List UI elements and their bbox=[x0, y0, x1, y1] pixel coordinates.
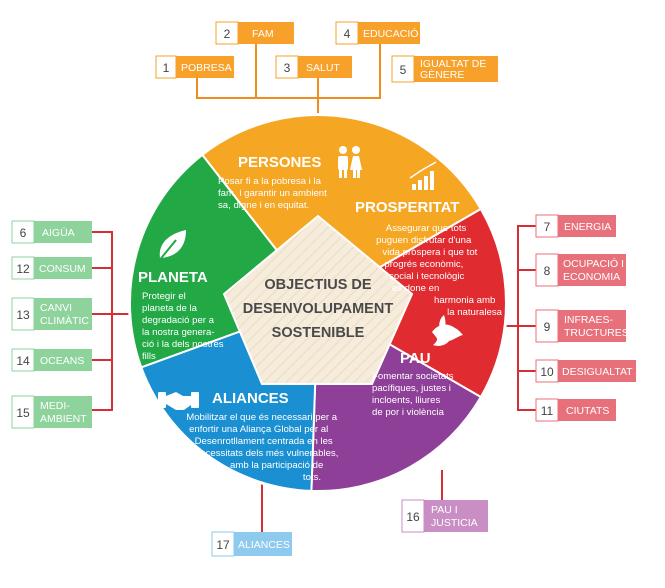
center-pentagon bbox=[222, 214, 414, 385]
goal-9-number: 9 bbox=[544, 320, 551, 334]
goal-17-label: ALIANCES bbox=[238, 539, 290, 551]
goal-14-label: OCEANS bbox=[40, 355, 84, 367]
persones-block: PERSONES Posar fi a la pobresa i la fam,… bbox=[218, 146, 362, 211]
goal-12: 12 CONSUM bbox=[11, 256, 92, 280]
persones-title: PERSONES bbox=[238, 154, 321, 171]
goal-8-label-1: OCUPACIÓ I bbox=[563, 257, 624, 270]
goal-14-number: 14 bbox=[16, 354, 30, 368]
goal-5: 5 IGUALTAT DE GÈNERE bbox=[391, 55, 498, 83]
goal-16-number: 16 bbox=[406, 510, 420, 524]
goal-6: 6 AIGÜA bbox=[11, 220, 92, 244]
goal-4-number: 4 bbox=[344, 27, 351, 41]
goal-17: 17 ALIANCES bbox=[211, 531, 292, 557]
planeta-title: PLANETA bbox=[138, 269, 208, 286]
dove-icon bbox=[432, 315, 463, 346]
prosperitat-description: Assegurar que tots puguen disfrutar d'un… bbox=[376, 223, 503, 318]
goal-2-number: 2 bbox=[224, 27, 231, 41]
goal-4-label: EDUCACIÓ bbox=[363, 27, 418, 40]
goal-17-number: 17 bbox=[216, 538, 230, 552]
planeta-description: Protegir el planeta de la degradació per… bbox=[142, 291, 226, 362]
goal-10-number: 10 bbox=[540, 365, 554, 379]
goal-5-label-2: GÈNERE bbox=[420, 68, 464, 81]
pau-block: PAU Fomentar societats pacífiques, juste… bbox=[372, 315, 463, 418]
center-title: OBJECTIUS DE DESENVOLUPAMENT SOSTENIBLE bbox=[243, 277, 394, 341]
goal-6-number: 6 bbox=[20, 226, 27, 240]
segment-prosperitat bbox=[316, 207, 507, 399]
goal-12-number: 12 bbox=[16, 262, 30, 276]
goal-16-label-2: JUSTICIA bbox=[431, 517, 478, 529]
goal-9-label-2: TRUCTURES bbox=[564, 327, 629, 339]
goal-1-number: 1 bbox=[163, 61, 170, 75]
prosperitat-title: PROSPERITAT bbox=[355, 199, 459, 216]
pau-description: Fomentar societats pacífiques, justes i … bbox=[372, 371, 456, 418]
goal-15-label-1: MEDI- bbox=[40, 400, 70, 412]
goal-13-label-2: CLIMÀTIC bbox=[40, 314, 89, 327]
connector-left bbox=[92, 231, 113, 411]
goal-8: 8 OCUPACIÓ I ECONOMIA bbox=[535, 253, 626, 287]
goal-12-label: CONSUM bbox=[39, 263, 86, 275]
goal-1: 1 POBRESA bbox=[155, 55, 234, 79]
goal-3: 3 SALUT bbox=[275, 55, 352, 79]
segment-persones bbox=[200, 114, 483, 305]
pau-title: PAU bbox=[400, 350, 431, 367]
center-title-line2: DESENVOLUPAMENT bbox=[243, 301, 394, 317]
goal-14: 14 OCEANS bbox=[11, 348, 92, 372]
goal-5-number: 5 bbox=[400, 63, 407, 77]
goal-8-label-2: ECONOMIA bbox=[563, 271, 620, 283]
planeta-block: PLANETA Protegir el planeta de la degrad… bbox=[138, 230, 226, 362]
connector-top bbox=[196, 44, 381, 99]
goal-10-label: DESIGUALTAT bbox=[562, 366, 633, 378]
leaf-icon bbox=[157, 230, 186, 263]
goal-7-number: 7 bbox=[544, 220, 551, 234]
goal-11: 11 CIUTATS bbox=[535, 398, 616, 422]
goal-9: 9 INFRAES- TRUCTURES bbox=[535, 309, 629, 343]
goal-15-number: 15 bbox=[16, 406, 30, 420]
center-title-line1: OBJECTIUS DE bbox=[264, 277, 371, 293]
goal-16: 16 PAU I JUSTICIA bbox=[401, 499, 488, 533]
center-title-line3: SOSTENIBLE bbox=[272, 325, 365, 341]
sdg-wheel bbox=[128, 113, 508, 493]
goal-10: 10 DESIGUALTAT bbox=[535, 359, 636, 383]
goal-16-label-1: PAU I bbox=[431, 504, 458, 516]
persones-description: Posar fi a la pobresa i la fam, i garant… bbox=[218, 176, 329, 211]
goal-15: 15 MEDI- AMBIENT bbox=[11, 395, 92, 429]
goal-5-label-1: IGUALTAT DE bbox=[420, 58, 486, 70]
aliances-description: Mobilitzar el que és necessari per a enf… bbox=[186, 412, 341, 483]
aliances-title: ALIANCES bbox=[212, 390, 289, 407]
goal-9-label-1: INFRAES- bbox=[564, 314, 614, 326]
goal-13: 13 CANVI CLIMÀTIC bbox=[11, 297, 92, 331]
people-icon bbox=[338, 146, 362, 178]
prosperitat-block: PROSPERITAT Assegurar que tots puguen di… bbox=[355, 161, 503, 318]
goal-13-label-1: CANVI bbox=[40, 302, 72, 314]
goal-6-label: AIGÜA bbox=[42, 227, 75, 239]
goal-7-label: ENERGIA bbox=[564, 221, 611, 233]
goal-2-label: FAM bbox=[252, 28, 274, 40]
goal-3-label: SALUT bbox=[306, 62, 340, 74]
goal-7: 7 ENERGIA bbox=[535, 214, 616, 238]
aliances-block: ALIANCES Mobilitzar el que és necessari … bbox=[158, 390, 341, 483]
handshake-icon bbox=[158, 392, 199, 410]
goal-11-label: CIUTATS bbox=[566, 405, 609, 417]
bar-chart-icon bbox=[409, 161, 437, 190]
goal-boxes: 1 POBRESA 2 FAM 3 SALUT 4 EDUCACIÓ 5 IGU… bbox=[11, 21, 636, 557]
goal-3-number: 3 bbox=[284, 61, 291, 75]
goal-15-label-2: AMBIENT bbox=[40, 413, 87, 425]
goal-1-label: POBRESA bbox=[181, 62, 232, 74]
goal-11-number: 11 bbox=[541, 404, 554, 418]
goal-13-number: 13 bbox=[16, 308, 30, 322]
goal-8-number: 8 bbox=[544, 264, 551, 278]
goal-4: 4 EDUCACIÓ bbox=[335, 21, 420, 45]
goal-2: 2 FAM bbox=[215, 21, 294, 45]
